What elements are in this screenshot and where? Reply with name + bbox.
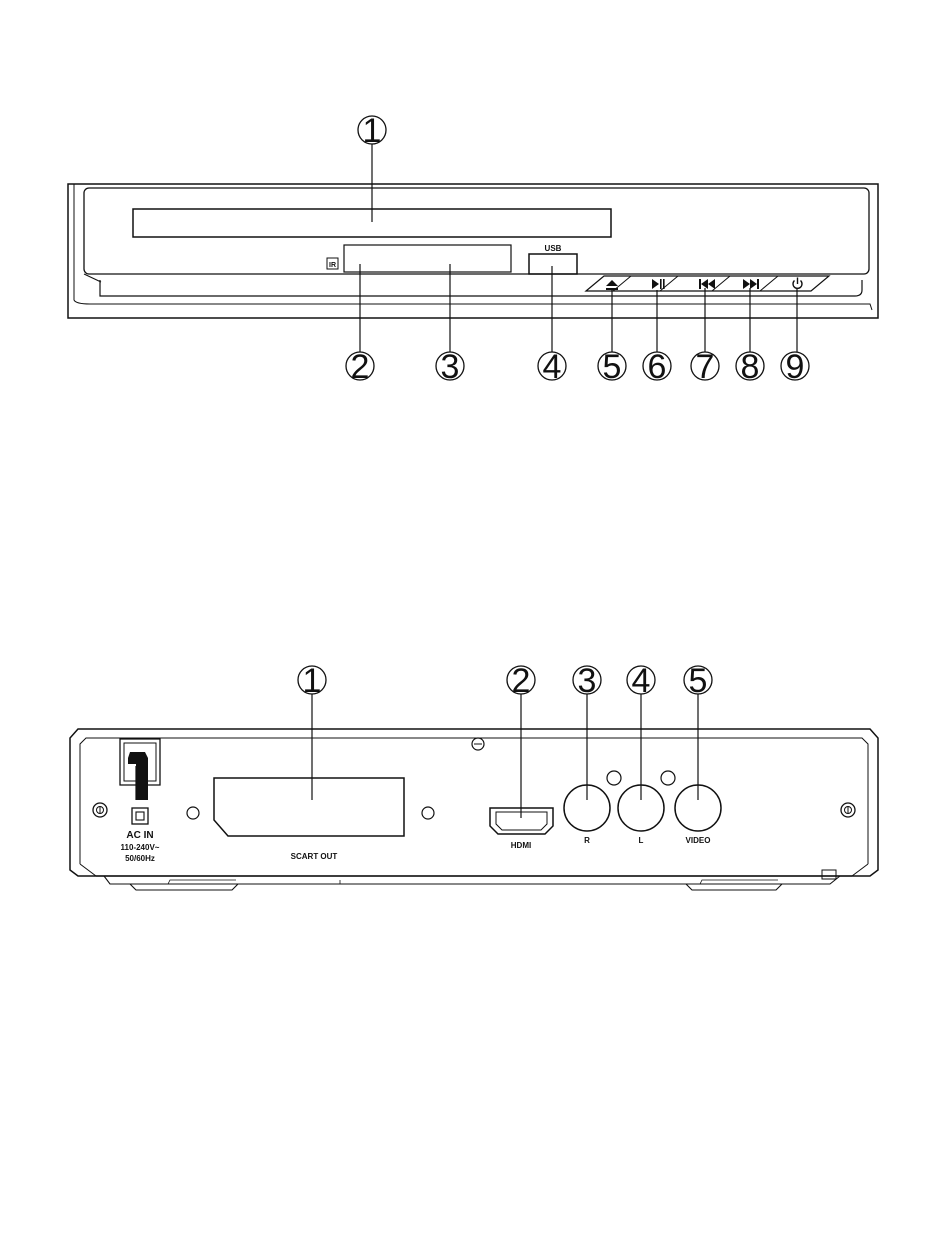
top-screw <box>472 738 484 750</box>
front-callout-9: 9 <box>781 348 809 386</box>
svg-text:6: 6 <box>648 348 667 386</box>
usb-port: USB <box>529 244 577 274</box>
svg-text:HDMI: HDMI <box>511 841 531 850</box>
rear-callout-3: 3 <box>573 662 601 800</box>
front-callout-3: 3 <box>436 348 464 386</box>
svg-text:SCART OUT: SCART OUT <box>291 852 338 861</box>
front-callout-4: 4 <box>538 348 566 386</box>
next-icon <box>743 279 759 289</box>
svg-text:8: 8 <box>741 348 760 386</box>
front-callout-6: 6 <box>643 348 671 386</box>
svg-text:USB: USB <box>545 244 562 253</box>
svg-text:2: 2 <box>351 348 370 386</box>
power-cord <box>120 739 160 800</box>
rear-chassis <box>70 729 878 890</box>
front-leader-lines <box>360 264 797 352</box>
ac-in-label: AC IN <box>126 830 153 841</box>
svg-text:3: 3 <box>441 348 460 386</box>
svg-text:L: L <box>639 836 644 845</box>
rear-callout-5: 5 <box>684 662 712 800</box>
voltage-label: 110-240V~ <box>121 843 160 852</box>
rear-callout-2: 2 <box>507 662 535 818</box>
scart-out-port: SCART OUT <box>187 778 434 861</box>
svg-text:7: 7 <box>696 348 715 386</box>
right-side-screw <box>841 803 855 817</box>
eject-icon <box>606 280 618 290</box>
double-insulation-icon <box>132 808 148 824</box>
frequency-label: 50/60Hz <box>125 854 155 863</box>
rear-panel-diagram: 1 2 3 4 5 <box>0 640 950 910</box>
left-side-screw <box>93 803 107 817</box>
rear-callout-1: 1 <box>298 662 326 800</box>
svg-text:4: 4 <box>543 348 562 386</box>
play-pause-icon <box>652 279 665 289</box>
audio-r-jack: R <box>564 771 621 845</box>
svg-text:9: 9 <box>786 348 805 386</box>
audio-l-jack: L <box>618 771 675 845</box>
svg-text:VIDEO: VIDEO <box>686 836 711 845</box>
svg-text:5: 5 <box>603 348 622 386</box>
svg-text:R: R <box>584 836 590 845</box>
front-panel-diagram: 1 IR USB <box>0 0 950 420</box>
front-callout-5: 5 <box>598 348 626 386</box>
rear-callout-4: 4 <box>627 662 655 800</box>
ir-sensor: IR <box>327 258 338 269</box>
front-callout-2: 2 <box>346 348 374 386</box>
svg-text:IR: IR <box>329 262 336 269</box>
power-icon <box>793 278 802 289</box>
front-callout-1: 1 <box>358 112 386 222</box>
front-callout-7: 7 <box>691 348 719 386</box>
display-window <box>344 245 511 272</box>
previous-icon <box>699 279 715 289</box>
front-device-body <box>68 184 878 318</box>
front-callout-8: 8 <box>736 348 764 386</box>
